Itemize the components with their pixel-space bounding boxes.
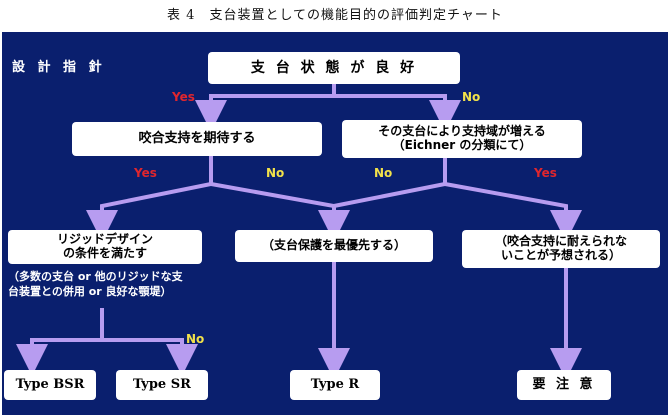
arrow-root-yes — [195, 82, 336, 132]
panel-title: 設 計 指 針 — [12, 60, 106, 75]
node-rigid-line2: の条件を満たす — [62, 246, 147, 260]
node-occlusal-support-label: 咬合支持を期待する — [138, 130, 256, 146]
node-rigid-line1: リジッドデザイン — [56, 232, 153, 247]
node-occlusal-support: 咬合支持を期待する — [72, 122, 322, 156]
arrow-root-no — [332, 94, 461, 132]
node-type-r-label: Type R — [310, 376, 360, 392]
node-abutment-protection-label: （支台保護を最優先する） — [261, 238, 406, 253]
label-left-yes: Yes — [134, 166, 157, 180]
node-support-area: その支台により支持域が増える （Eichner の分類にて） — [342, 120, 582, 158]
rigid-note: （多数の支台 or 他のリジッドな支 台装置との併用 or 良好な顎堤） — [8, 270, 238, 300]
node-support-area-line2: （Eichner の分類にて） — [392, 138, 532, 152]
node-abutment-protection: （支台保護を最優先する） — [235, 230, 433, 262]
rigid-note-line2: 台装置との併用 or 良好な顎堤） — [8, 284, 172, 298]
node-caution-label: 要 注 意 — [532, 376, 596, 392]
figure-caption: 表 4 支台装置としての機能目的の評価判定チャート — [167, 8, 503, 23]
label-root-yes: Yes — [172, 90, 195, 104]
arrow-rigid-split — [16, 308, 104, 376]
node-caution: 要 注 意 — [517, 370, 611, 400]
node-type-bsr: Type BSR — [4, 370, 96, 400]
arrow-right-yes — [442, 181, 582, 242]
node-type-r: Type R — [290, 370, 380, 400]
node-occlusal-risk-line1: （咬合支持に耐えられな — [494, 234, 627, 249]
arrow-left-yes — [86, 156, 213, 242]
node-rigid-design: リジッドデザイン の条件を満たす — [8, 230, 202, 264]
node-root-label: 支 台 状 態 が 良 好 — [250, 59, 418, 76]
label-right-no: No — [374, 166, 393, 180]
arrow-left-no — [208, 181, 350, 242]
node-root: 支 台 状 態 が 良 好 — [208, 52, 460, 84]
label-rigid-no: No — [186, 332, 205, 346]
node-type-sr-label: Type SR — [133, 376, 191, 392]
node-occlusal-risk: （咬合支持に耐えられな いことが予想される） — [462, 230, 660, 268]
label-root-no: No — [462, 90, 481, 104]
arrow-rigid-no — [100, 338, 198, 376]
label-right-yes: Yes — [534, 166, 557, 180]
rigid-note-line1: （多数の支台 or 他のリジッドな支 — [8, 270, 183, 283]
label-left-no: No — [266, 166, 285, 180]
node-type-bsr-label: Type BSR — [15, 376, 85, 392]
node-occlusal-risk-line2: いことが予想される） — [500, 248, 621, 262]
node-support-area-line1: その支台により支持域が増える — [378, 124, 546, 139]
node-type-sr: Type SR — [116, 370, 208, 400]
